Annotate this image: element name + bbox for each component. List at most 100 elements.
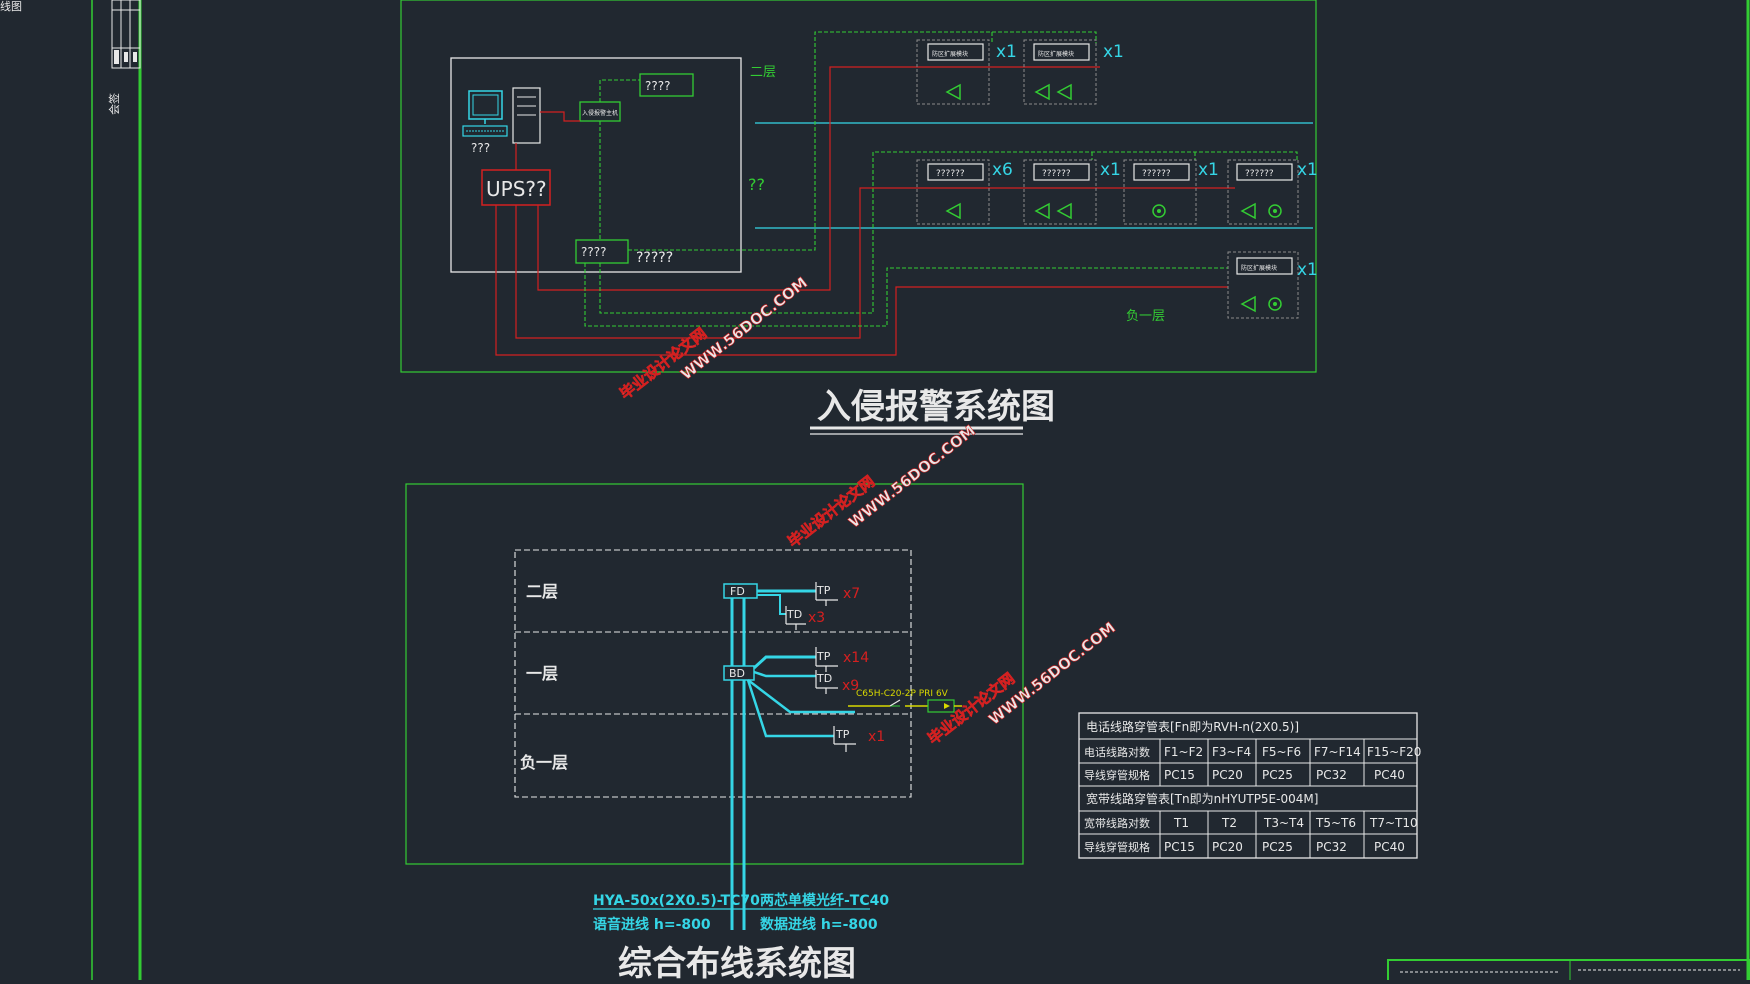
sensor-icon <box>1268 204 1282 218</box>
svg-text:TP: TP <box>816 650 831 663</box>
data-cable-label: 数据进线 h=-800 <box>760 916 878 933</box>
detector-icon <box>945 202 961 220</box>
device-count: x1 <box>1297 160 1318 180</box>
svg-text:TP: TP <box>835 728 850 741</box>
count-1f-tp: x14 <box>843 650 869 666</box>
svg-text:F15~F20: F15~F20 <box>1367 745 1421 759</box>
intrusion-alarm-diagram: ??? UPS?? ???? 入侵报警主机 ???? ????? <box>400 0 1318 435</box>
svg-text:T2: T2 <box>1221 816 1237 830</box>
svg-text:PC40: PC40 <box>1374 840 1405 854</box>
basement-devices: 防区扩展模块 x1 <box>1227 251 1318 319</box>
control-room-box <box>450 57 742 273</box>
breaker-label: C65H-C20-2P PRI 6V <box>856 689 949 699</box>
broadband-conduit-label: 导线穿管规格 <box>1084 840 1150 854</box>
detector-group: ?????? x6 <box>916 159 1013 225</box>
detector-icon <box>1056 83 1072 101</box>
svg-text:F5~F6: F5~F6 <box>1262 745 1301 759</box>
td-outlet-1f: TD <box>815 670 838 694</box>
detector-icon <box>1240 202 1256 220</box>
second-floor-devices: 防区扩展模块 x1 防区扩展模块 x1 <box>916 39 1124 105</box>
cabling-title: 综合布线系统图 <box>618 944 856 980</box>
svg-text:PC15: PC15 <box>1164 840 1195 854</box>
detector-icon <box>1240 295 1256 313</box>
svg-text:PC32: PC32 <box>1316 840 1347 854</box>
count-1f-td: x9 <box>842 678 859 694</box>
phone-conduit-label: 导线穿管规格 <box>1084 768 1150 782</box>
svg-text:PC25: PC25 <box>1262 840 1293 854</box>
svg-text:PC32: PC32 <box>1316 768 1347 782</box>
device-count: x1 <box>1100 160 1121 180</box>
detector-label: ?????? <box>1142 169 1171 179</box>
bottom-module-caption: ????? <box>636 250 673 266</box>
intrusion-frame <box>400 0 1317 373</box>
cabling-floor-basement: 负一层 <box>520 753 568 772</box>
title-block <box>1387 959 1750 983</box>
svg-text:PC40: PC40 <box>1374 768 1405 782</box>
sensor-icon <box>1152 204 1166 218</box>
svg-text:PC20: PC20 <box>1212 840 1243 854</box>
svg-text:T5~T6: T5~T6 <box>1315 816 1356 830</box>
cabling-floor-second: 二层 <box>526 582 558 601</box>
floor-zones <box>514 549 912 798</box>
ups-label: UPS?? <box>486 177 547 201</box>
power-outlet-box <box>927 699 955 713</box>
conduit-table: 电话线路穿管表[Fn即为RVH-n(2X0.5)] 电话线路对数 F1~F2 F… <box>1078 712 1421 859</box>
svg-text:TP: TP <box>816 584 831 597</box>
detector-icon <box>1034 202 1050 220</box>
zone-module-group: 防区扩展模块 x1 <box>916 39 1017 105</box>
bd-label: BD <box>729 667 745 680</box>
detector-label: ?????? <box>1245 169 1274 179</box>
top-module-label: ???? <box>645 79 670 93</box>
detector-group: ?????? x1 <box>1227 159 1318 225</box>
alarm-controller-label: 入侵报警主机 <box>582 109 618 117</box>
svg-text:F7~F14: F7~F14 <box>1314 745 1361 759</box>
cabling-floor-first: 一层 <box>526 664 558 683</box>
tp-outlet-1f: TP <box>815 647 838 672</box>
svg-text:T7~T10: T7~T10 <box>1369 816 1418 830</box>
detector-group: ?????? x1 <box>1023 159 1121 225</box>
floor-label-second: 二层 <box>750 65 776 80</box>
device-count: x6 <box>992 160 1013 180</box>
phone-pairs-label: 电话线路对数 <box>1084 745 1150 759</box>
phone-table-heading: 电话线路穿管表[Fn即为RVH-n(2X0.5)] <box>1086 719 1299 734</box>
detector-group: ?????? x1 <box>1123 159 1219 225</box>
alarm-bus-wiring <box>495 31 1298 356</box>
svg-text:F1~F2: F1~F2 <box>1164 745 1203 759</box>
corner-label: 线图 <box>0 0 22 13</box>
bottom-module-box <box>575 239 629 264</box>
svg-text:PC20: PC20 <box>1212 768 1243 782</box>
broadband-table-heading: 宽带线路穿管表[Tn即为nHYUTP5E-004M] <box>1086 791 1318 806</box>
detector-icon <box>1034 83 1050 101</box>
fd-label: FD <box>730 585 745 598</box>
detector-icon <box>945 83 961 101</box>
signature-strip <box>111 0 141 69</box>
cabling-frame <box>405 483 1024 865</box>
watermark: 毕业设计论文网 WWW.56DOC.COM <box>924 618 1119 748</box>
first-floor-devices: ?????? x6 ?????? x1 ?????? x1 <box>916 159 1318 225</box>
countersign-label: 会签 <box>107 93 121 115</box>
detector-label: ?????? <box>1042 169 1071 179</box>
voice-cable-spec: HYA-50x(2X0.5)-TC70 <box>593 893 760 909</box>
detector-label: ?????? <box>936 169 965 179</box>
broadband-pairs-label: 宽带线路对数 <box>1084 816 1150 830</box>
sensor-icon <box>1268 297 1282 311</box>
data-cable-spec: 两芯单模光纤-TC40 <box>760 892 889 909</box>
computer-label: ??? <box>471 141 490 155</box>
count-2f-tp: x7 <box>843 586 860 602</box>
zone-module-label: 防区扩展模块 <box>1038 50 1074 58</box>
tp-outlet-2f: TP <box>815 582 838 606</box>
td-outlet-2f: TD <box>785 606 806 630</box>
cabling-diagram: 二层 一层 负一层 FD BD TP x7 TD x3 <box>405 483 1024 984</box>
zone-module-label: 防区扩展模块 <box>932 50 968 58</box>
device-count: x1 <box>996 42 1017 62</box>
intrusion-title: 入侵报警系统图 <box>817 387 1055 427</box>
svg-text:TD: TD <box>786 608 802 621</box>
zone-module-label: 防区扩展模块 <box>1241 264 1277 272</box>
svg-text:F3~F4: F3~F4 <box>1212 745 1251 759</box>
svg-text:PC25: PC25 <box>1262 768 1293 782</box>
computer-icon <box>462 87 541 144</box>
top-module-box <box>639 73 694 97</box>
